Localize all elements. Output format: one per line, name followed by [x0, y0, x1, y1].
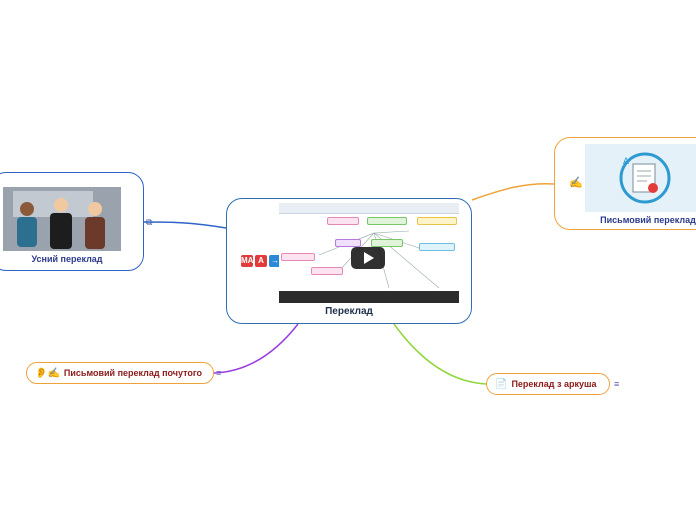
edge-heard [213, 323, 299, 374]
arrow-tag-icon: → [269, 255, 281, 267]
topic-written-heard-translation[interactable]: 👂✍ Письмовий переклад почутого [26, 362, 214, 384]
svg-text:A: A [623, 156, 629, 166]
edge-sheet [393, 323, 487, 385]
topic-label: Письмовий переклад почутого [63, 368, 203, 378]
page-icon: 📄 [495, 378, 508, 390]
ear-writing-icon: 👂✍ [35, 367, 60, 379]
mini-node [417, 217, 457, 225]
topic-label: Переклад з аркуша [511, 379, 597, 389]
topic-written-translation[interactable]: ✍ A Письмовий переклад [554, 137, 696, 230]
notes-icon[interactable]: ≡ [216, 368, 222, 378]
map-tag-icon: MAP [241, 255, 259, 267]
edge-oral [143, 221, 227, 229]
play-button-icon[interactable] [351, 247, 385, 269]
edge-written [471, 182, 555, 201]
mini-node [335, 239, 361, 247]
notes-icon[interactable]: ≡ [614, 379, 620, 389]
mini-node [311, 267, 343, 275]
document-illustration: A [585, 144, 696, 212]
mini-node [371, 239, 403, 247]
central-topic[interactable]: MAP A → Переклад [226, 198, 472, 324]
mini-node [281, 253, 315, 261]
topic-label: Усний переклад [31, 254, 103, 264]
a-tag-icon: A [255, 255, 267, 267]
central-tag-icons: MAP A → [241, 255, 281, 267]
topic-sight-translation[interactable]: 📄 Переклад з аркуша [486, 373, 610, 395]
video-thumbnail[interactable] [279, 203, 459, 303]
interpreters-illustration [3, 187, 121, 251]
topic-label: Письмовий переклад [600, 215, 696, 225]
writing-hand-icon: ✍ [569, 177, 583, 189]
mini-node [327, 217, 359, 225]
topic-oral-translation[interactable]: Усний переклад [0, 172, 144, 271]
video-progress-bar[interactable] [279, 291, 459, 303]
mini-toolbar [279, 203, 459, 214]
mini-node [419, 243, 455, 251]
mini-node [367, 217, 407, 225]
external-link-icon[interactable]: ⧉ [146, 217, 153, 227]
central-title: Переклад [325, 306, 373, 317]
